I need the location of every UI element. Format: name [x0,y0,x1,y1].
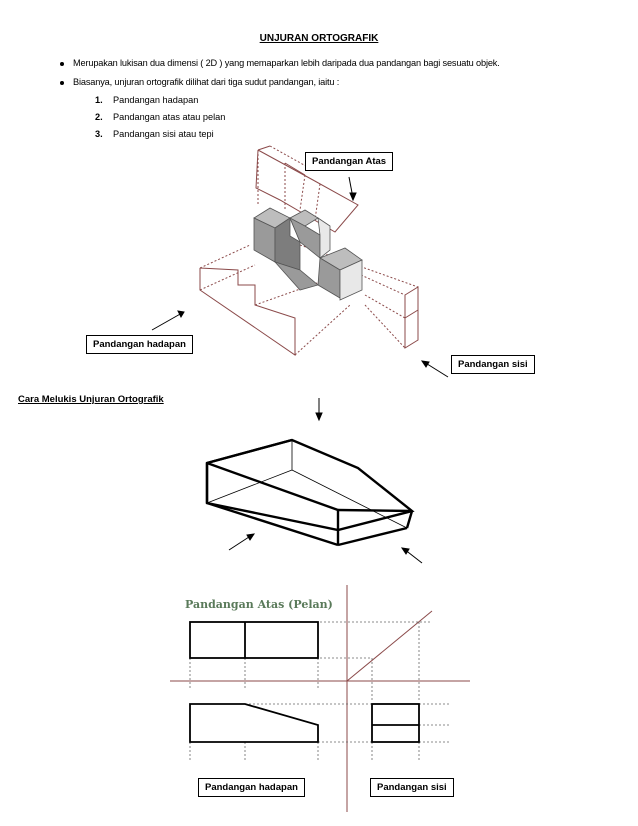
bullet-item: Merupakan lukisan dua dimensi ( 2D ) yan… [60,58,500,68]
arrow-icon [151,176,449,422]
list-text: Pandangan hadapan [113,95,199,105]
list-item: 2. Pandangan atas atau pelan [95,112,225,122]
isometric-projection-diagram [199,145,419,356]
bullet-text: Merupakan lukisan dua dimensi ( 2D ) yan… [73,58,500,68]
list-number: 1. [95,95,103,105]
list-number: 2. [95,112,103,122]
list-number: 3. [95,129,103,139]
bullet-icon [60,80,64,85]
solid-block-object [253,207,363,301]
label-front-view: Pandangan hadapan [86,335,193,354]
list-text: Pandangan atas atau pelan [113,112,226,122]
label-front-view-2: Pandangan hadapan [198,778,305,797]
list-item: 3. Pandangan sisi atau tepi [95,129,214,139]
list-item: 1. Pandangan hadapan [95,95,198,105]
label-side-view: Pandangan sisi [451,355,535,374]
orthographic-projection-drawing [170,585,470,812]
plan-view-label: Pandangan Atas (Pelan) [185,598,333,611]
section-title: Cara Melukis Unjuran Ortografik [18,394,164,405]
page-title: UNJURAN ORTOGRAFIK [259,33,379,44]
arrow-icon [228,533,423,564]
bullet-text: Biasanya, unjuran ortografik dilihat dar… [73,77,340,87]
list-text: Pandangan sisi atau tepi [113,129,214,139]
bullet-item: Biasanya, unjuran ortografik dilihat dar… [60,77,339,87]
label-top-view: Pandangan Atas [305,152,394,171]
bullet-icon [60,61,64,66]
wedge-block-drawing [205,438,415,547]
label-side-view-2: Pandangan sisi [370,778,454,797]
